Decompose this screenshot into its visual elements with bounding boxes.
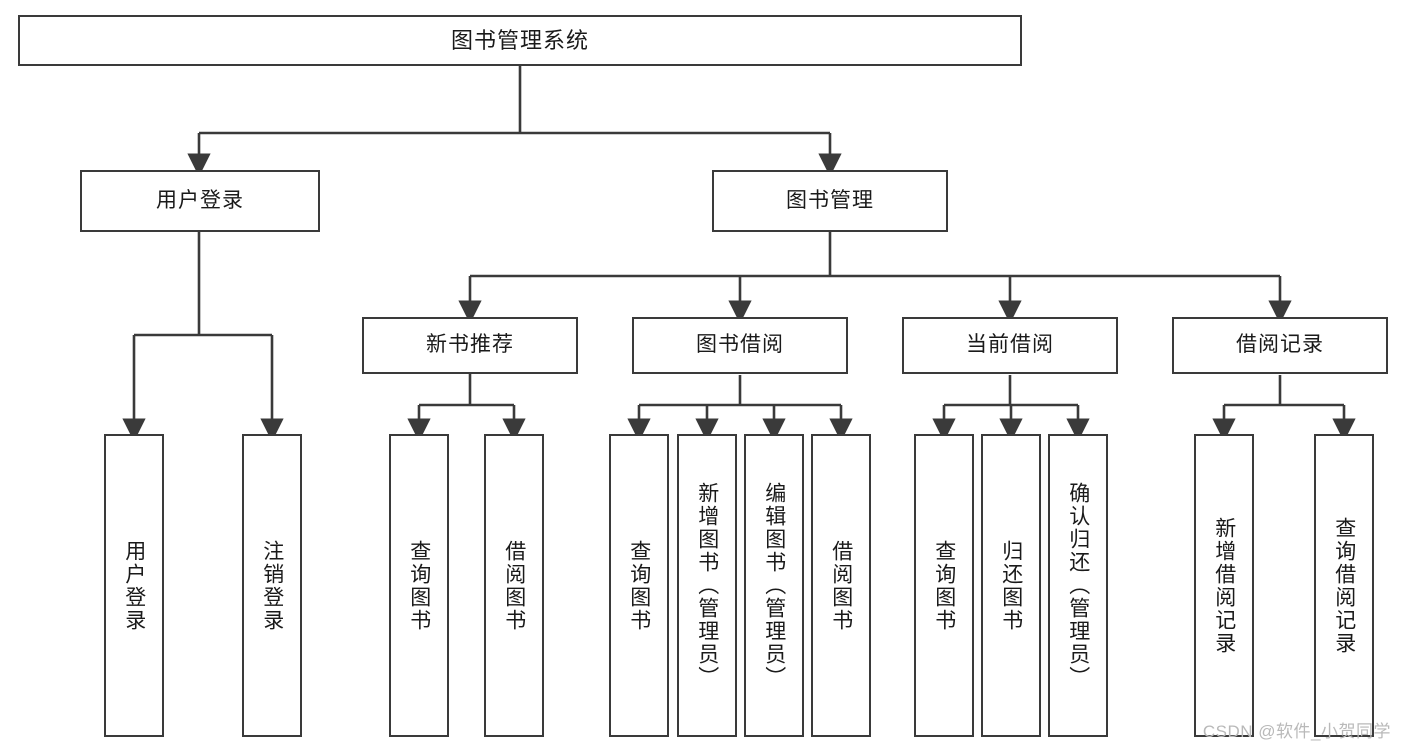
node-leaf-edit-book[interactable]: 编辑图书（管理员） xyxy=(744,434,804,737)
node-label: 查询图书 xyxy=(932,539,956,632)
node-leaf-confirm-return[interactable]: 确认归还（管理员） xyxy=(1048,434,1108,737)
node-leaf-borrow-book-1[interactable]: 借阅图书 xyxy=(484,434,544,737)
node-leaf-add-record[interactable]: 新增借阅记录 xyxy=(1194,434,1254,737)
node-label: 查询图书 xyxy=(627,539,651,632)
node-label: 查询借阅记录 xyxy=(1332,516,1356,655)
node-label: 确认归还（管理员） xyxy=(1066,482,1090,689)
node-leaf-borrow-book-2[interactable]: 借阅图书 xyxy=(811,434,871,737)
node-label: 查询图书 xyxy=(407,539,431,632)
node-leaf-query-book-3[interactable]: 查询图书 xyxy=(914,434,974,737)
node-label: 用户登录 xyxy=(156,188,244,212)
node-new-book-recommend[interactable]: 新书推荐 xyxy=(362,317,578,374)
node-root-system[interactable]: 图书管理系统 xyxy=(18,15,1022,66)
node-leaf-query-record[interactable]: 查询借阅记录 xyxy=(1314,434,1374,737)
node-current-borrow[interactable]: 当前借阅 xyxy=(902,317,1118,374)
node-label: 注销登录 xyxy=(260,539,284,632)
node-book-borrow[interactable]: 图书借阅 xyxy=(632,317,848,374)
node-label: 归还图书 xyxy=(999,539,1023,632)
node-label: 新书推荐 xyxy=(426,333,514,357)
node-leaf-query-book-2[interactable]: 查询图书 xyxy=(609,434,669,737)
node-label: 新增图书（管理员） xyxy=(695,482,719,689)
node-book-management[interactable]: 图书管理 xyxy=(712,170,948,232)
node-label: 编辑图书（管理员） xyxy=(762,482,786,689)
node-leaf-add-book[interactable]: 新增图书（管理员） xyxy=(677,434,737,737)
node-label: 图书管理 xyxy=(786,188,874,212)
node-leaf-query-book-1[interactable]: 查询图书 xyxy=(389,434,449,737)
node-label: 当前借阅 xyxy=(966,333,1054,357)
node-label: 图书管理系统 xyxy=(450,27,589,53)
node-label: 借阅图书 xyxy=(829,539,853,632)
node-borrow-record[interactable]: 借阅记录 xyxy=(1172,317,1388,374)
node-leaf-return-book[interactable]: 归还图书 xyxy=(981,434,1041,737)
node-label: 借阅图书 xyxy=(502,539,526,632)
node-label: 图书借阅 xyxy=(696,333,784,357)
node-user-login[interactable]: 用户登录 xyxy=(80,170,320,232)
node-label: 借阅记录 xyxy=(1236,333,1324,357)
node-label: 用户登录 xyxy=(122,539,146,632)
watermark-text: CSDN @软件_小贺同学 xyxy=(1202,722,1391,741)
node-leaf-logout[interactable]: 注销登录 xyxy=(242,434,302,737)
node-leaf-user-login[interactable]: 用户登录 xyxy=(104,434,164,737)
node-label: 新增借阅记录 xyxy=(1212,516,1236,655)
